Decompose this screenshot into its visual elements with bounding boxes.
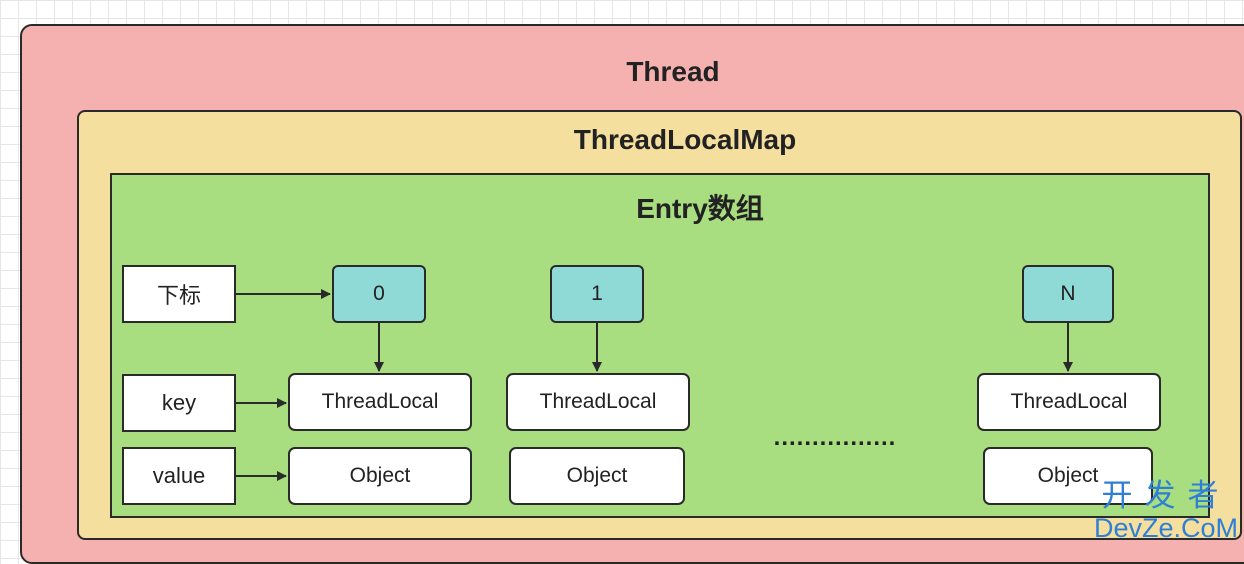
ellipsis: ................: [773, 424, 897, 451]
index-box-0: 0: [332, 265, 426, 323]
key-row-label: key: [122, 374, 236, 432]
watermark-en: DevZe.CoM: [1093, 513, 1239, 543]
threadlocalmap-title: ThreadLocalMap: [573, 124, 797, 155]
object-node-1: Object: [509, 447, 685, 505]
index-box-n: N: [1022, 265, 1114, 323]
entry-array-title: Entry数组: [636, 193, 764, 224]
object-node-0: Object: [288, 447, 472, 505]
connector-arrows: [236, 289, 1073, 481]
value-row-label: value: [122, 447, 236, 505]
index-row-label: 下标: [122, 265, 236, 323]
threadlocal-node-n: ThreadLocal: [977, 373, 1161, 431]
threadlocal-node-0: ThreadLocal: [288, 373, 472, 431]
watermark-cn: 开发者: [1101, 478, 1231, 513]
threadlocal-node-1: ThreadLocal: [506, 373, 690, 431]
watermark-logo: 开发者 DevZe.CoM: [1086, 478, 1244, 548]
thread-title: Thread: [626, 56, 720, 87]
index-box-1: 1: [550, 265, 644, 323]
object-node-n: Object: [983, 447, 1153, 505]
